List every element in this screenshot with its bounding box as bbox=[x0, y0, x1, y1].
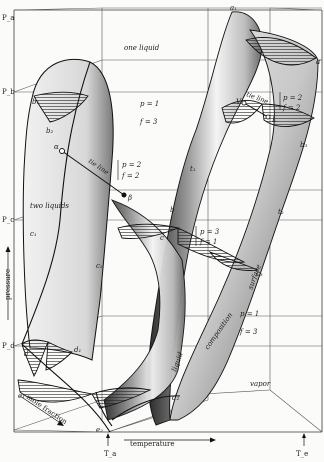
phase-f: f = 3 bbox=[239, 328, 258, 336]
phase-f: f = 1 bbox=[199, 238, 217, 246]
phase-rule-2: p = 2 f = 2 bbox=[117, 160, 142, 180]
label-a1: a₁ bbox=[230, 4, 237, 12]
tie-line-ab bbox=[59, 148, 127, 198]
phase-p: p = 3 bbox=[200, 228, 220, 236]
pressure-label: pressure bbox=[4, 269, 12, 300]
label-c2: c₂ bbox=[96, 262, 103, 270]
curves bbox=[21, 61, 181, 433]
phase-f: f = 3 bbox=[139, 118, 158, 126]
region-two-liquids: two liquids bbox=[30, 202, 69, 210]
tick-pa: P_a bbox=[2, 14, 14, 22]
point-alpha bbox=[59, 148, 65, 154]
temperature-axis: temperature bbox=[124, 437, 216, 448]
region-vapor: vapor bbox=[250, 380, 271, 388]
phase-rule-4: p = 2 f = 2 bbox=[279, 92, 303, 112]
label-b3: b₃ bbox=[300, 141, 307, 149]
tick-te: T_e bbox=[296, 450, 308, 458]
label-b2: b₂ bbox=[46, 127, 53, 135]
label-c1: c₁ bbox=[30, 230, 37, 238]
temperature-label: temperature bbox=[130, 440, 175, 448]
point-beta bbox=[121, 192, 127, 198]
phase-p: p = 2 bbox=[122, 161, 142, 169]
label-beta: β bbox=[127, 194, 132, 202]
phase-rule-3: p = 3 f = 1 bbox=[195, 226, 220, 246]
label-alpha: α bbox=[54, 143, 59, 151]
tie-planes bbox=[17, 37, 317, 409]
label-e2: e₂ bbox=[96, 426, 103, 434]
label-c: c bbox=[160, 234, 164, 242]
label-e1: e₁ bbox=[18, 392, 25, 400]
point-l bbox=[265, 114, 271, 120]
label-d1: d₁ bbox=[74, 346, 81, 354]
pressure-axis: pressure bbox=[4, 246, 12, 320]
tick-pc: P_c bbox=[2, 216, 14, 224]
tick-pb: P_b bbox=[2, 88, 15, 96]
label-a: a bbox=[316, 58, 320, 66]
label-t1: t₁ bbox=[190, 165, 196, 173]
label-b: b bbox=[170, 206, 175, 214]
tick-pd: P_d bbox=[2, 342, 15, 350]
label-b1: b₁ bbox=[32, 98, 39, 106]
region-one-liquid: one liquid bbox=[124, 44, 160, 52]
label-c3: c₃ bbox=[256, 270, 263, 278]
phase-f: f = 2 bbox=[282, 104, 301, 112]
phase-p: p = 1 bbox=[240, 310, 259, 318]
tube-surface bbox=[103, 11, 319, 426]
phase-rule-1: p = 1 f = 3 bbox=[139, 100, 159, 126]
label-d2: d₂ bbox=[172, 394, 179, 402]
point-v bbox=[241, 100, 247, 106]
label-d: d bbox=[24, 350, 29, 358]
tie-line-vl bbox=[241, 100, 271, 120]
phase-p: p = 1 bbox=[140, 100, 159, 108]
label-t2: t₂ bbox=[278, 208, 284, 216]
tick-ta: T_a bbox=[104, 450, 116, 458]
label-l: L bbox=[271, 116, 277, 124]
phase-f: f = 2 bbox=[121, 172, 140, 180]
temp-markers bbox=[106, 433, 306, 446]
label-v: V bbox=[236, 98, 242, 106]
phase-p: p = 2 bbox=[283, 94, 303, 102]
phase-rule-5: p = 1 f = 3 bbox=[239, 310, 259, 336]
